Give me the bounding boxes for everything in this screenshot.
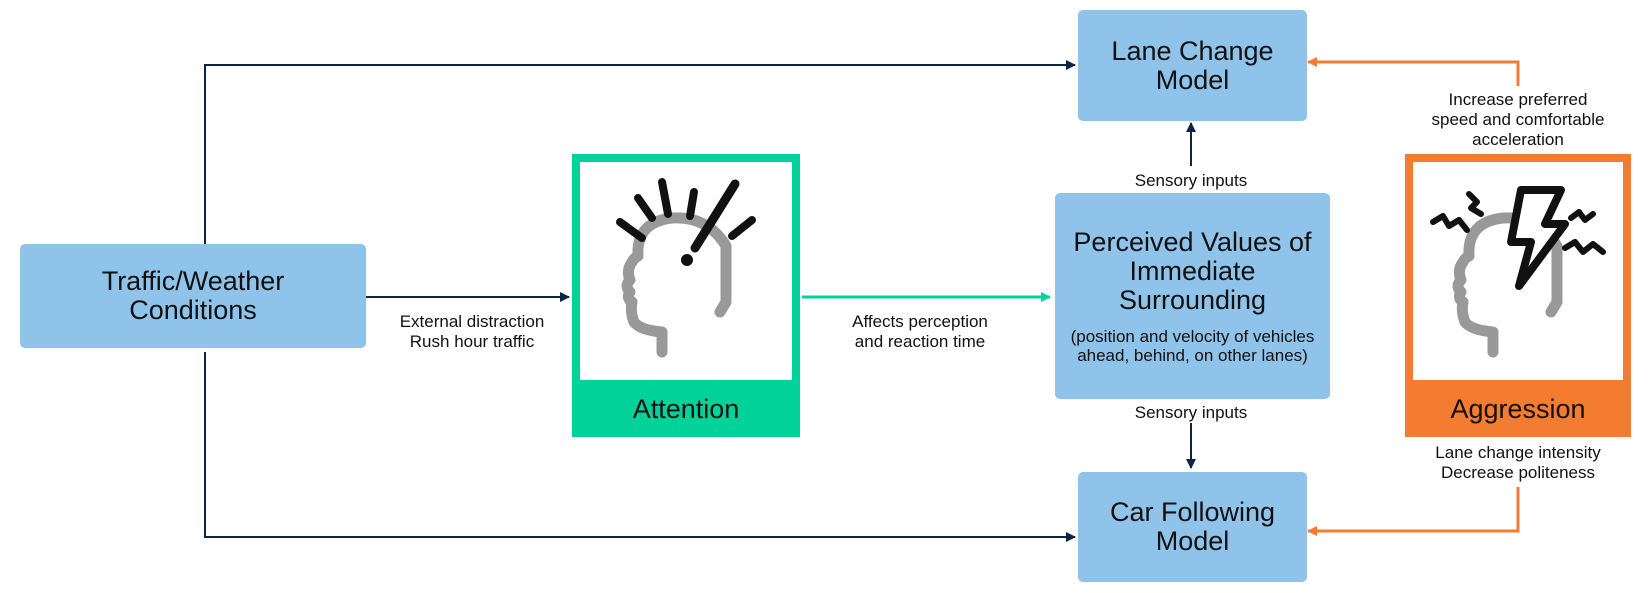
car-following-title: Car Following Model [1109, 497, 1276, 556]
arrow-traffic-to-car-following [204, 352, 1076, 542]
perceived-values-box: Perceived Values of Immediate Surroundin… [1055, 193, 1330, 399]
perceived-values-subtitle: (position and velocity of vehicles ahead… [1070, 326, 1315, 365]
aggression-box: Aggression [1405, 154, 1631, 437]
arrow-aggression-to-car-following [1307, 487, 1520, 536]
lane-change-box: Lane Change Model [1078, 10, 1307, 121]
attention-label: Attention [632, 394, 740, 424]
external-distraction-label: External distraction Rush hour traffic [399, 312, 545, 351]
affects-perception-label: Affects perception and reaction time [852, 312, 988, 351]
traffic-weather-title: Traffic/Weather Conditions [101, 266, 285, 325]
arrow-traffic-to-lane-change [204, 60, 1076, 244]
distracted-head-icon [616, 178, 756, 358]
increase-preferred-label: Increase preferred speed and comfortable… [1431, 90, 1605, 149]
angry-head-icon [1430, 186, 1606, 358]
lane-change-title: Lane Change Model [1111, 35, 1274, 95]
aggression-label: Aggression [1450, 394, 1586, 424]
sensory-inputs-down-label: Sensory inputs [1134, 403, 1248, 422]
lane-change-intensity-label: Lane change intensity Decrease politenes… [1435, 443, 1601, 482]
traffic-weather-box: Traffic/Weather Conditions [20, 244, 366, 348]
perceived-values-title: Perceived Values of Immediate Surroundin… [1073, 226, 1312, 315]
attention-box: Attention [572, 154, 800, 437]
car-following-box: Car Following Model [1078, 472, 1307, 582]
arrow-aggression-to-lane-change [1307, 57, 1520, 86]
sensory-inputs-up-label: Sensory inputs [1134, 171, 1248, 190]
